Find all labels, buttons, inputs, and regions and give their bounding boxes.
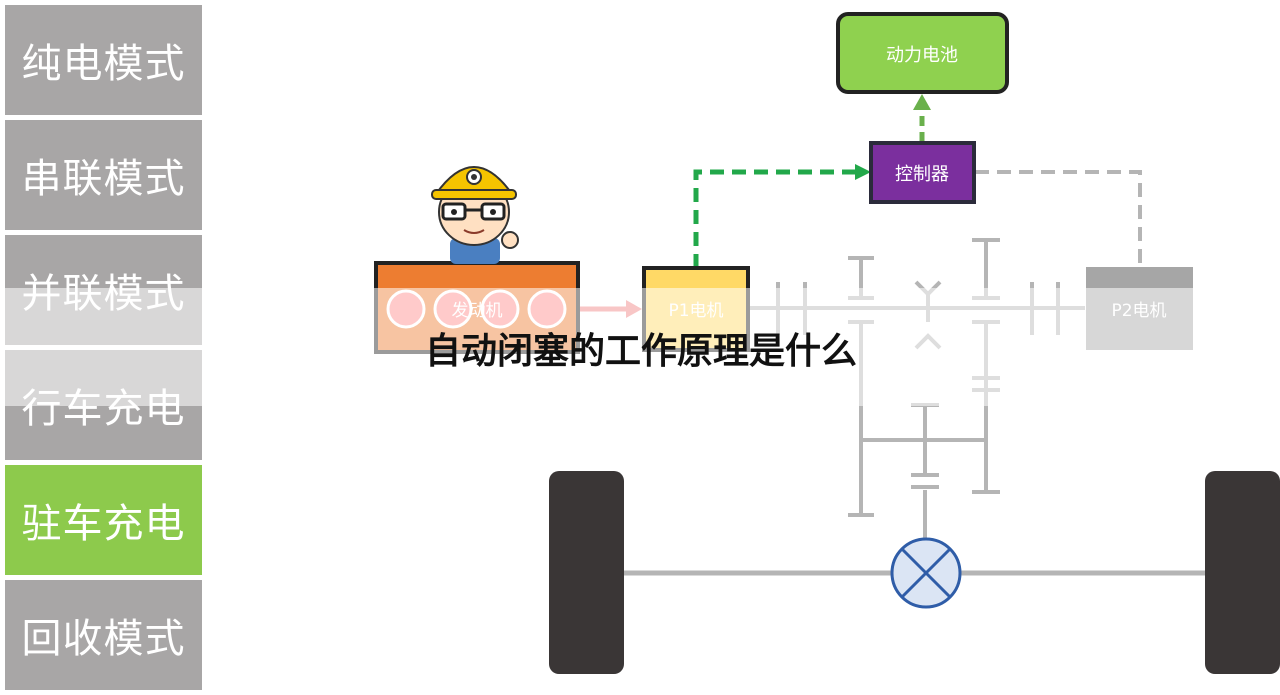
engineer-mascot-icon <box>431 166 519 264</box>
battery-label: 动力电池 <box>886 45 958 66</box>
battery-arrowhead <box>913 94 931 110</box>
engine-label: 发动机 <box>452 301 503 321</box>
differential-icon <box>890 537 962 609</box>
controller: 控制器 <box>869 141 976 204</box>
right-wheel <box>1205 471 1280 674</box>
flow-arrowhead <box>855 164 871 180</box>
gearbox <box>750 238 1085 517</box>
controller-p2-link <box>975 170 1142 266</box>
power-battery: 动力电池 <box>836 12 1009 94</box>
p2-motor-label: P2电机 <box>1111 301 1166 321</box>
mode-item-regen[interactable]: 回收模式 <box>5 580 202 690</box>
p2-motor: P2电机 <box>1086 267 1193 350</box>
controller-label: 控制器 <box>895 164 949 185</box>
mode-item-parking-charge[interactable]: 驻车充电 <box>5 465 202 575</box>
engine-flow-arrowhead <box>626 300 642 318</box>
mode-item-pure-electric[interactable]: 纯电模式 <box>5 5 202 115</box>
p1-motor-label: P1电机 <box>668 301 723 321</box>
overlay-title: 自动闭塞的工作原理是什么 <box>425 331 858 372</box>
mode-item-series[interactable]: 串联模式 <box>5 120 202 230</box>
energy-flow-p1-controller <box>693 169 855 268</box>
left-wheel <box>549 471 624 674</box>
